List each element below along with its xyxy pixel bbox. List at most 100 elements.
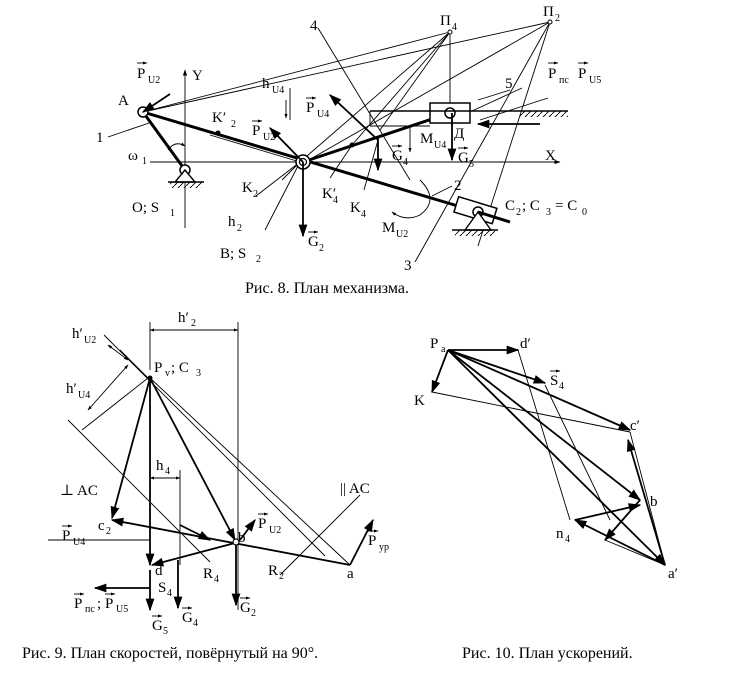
label-omega-sub: 1 — [142, 156, 147, 167]
label-G2: G — [308, 234, 319, 250]
line-pi2-B — [299, 21, 551, 166]
label-G4-sub: 4 — [403, 157, 408, 168]
label-S4: S — [550, 373, 558, 389]
label-PU2-mid-sub: U2 — [263, 132, 275, 143]
K4p-leader — [329, 144, 353, 179]
label-C2-sub: 2 — [516, 207, 521, 218]
label-PU5: P — [105, 596, 113, 612]
label-C3-sub: 3 — [196, 368, 201, 379]
label-C0: = C — [555, 198, 577, 214]
fig8-labels: P U2 Y A 1 ω 1 O; S 1 K′ 2 h U4 P U2 P U… — [96, 4, 601, 274]
label-hU4-sub: U4 — [272, 85, 284, 96]
label-S4: S — [158, 580, 166, 596]
vector-Pyp — [349, 518, 374, 566]
dim-hU4-line — [67, 419, 211, 563]
vector-b-d — [150, 542, 236, 567]
line-pi2-3 — [414, 21, 551, 263]
line-k-a — [604, 539, 666, 566]
leader-1 — [107, 121, 153, 138]
vector-a-n4 — [573, 519, 666, 566]
caption-fig9: Рис. 9. План скоростей, повёрнутый на 90… — [22, 645, 318, 662]
label-hU2p: h′ — [72, 326, 83, 342]
vector-a-c2 — [110, 517, 351, 566]
label-Pyp-sub: yp — [379, 542, 389, 553]
label-Pi2: П — [543, 4, 554, 20]
label-Pv-sub: v — [165, 368, 170, 379]
label-dp: d′ — [520, 336, 531, 352]
line-K-c — [431, 391, 631, 433]
label-K4: K — [350, 200, 361, 216]
label-PU2-sub: U2 — [269, 525, 281, 536]
line-pv-a — [149, 377, 351, 566]
label-PU2: P — [258, 516, 266, 532]
vector-pv-b — [149, 377, 236, 542]
label-2: 2 — [454, 178, 462, 194]
figure-10-acceleration-plan: P a d′ S 4 K c′ b n 4 a′ Рис. 10. План у… — [414, 336, 678, 662]
label-hU4p-sub: U4 — [78, 390, 90, 401]
crank-OA — [141, 111, 187, 171]
label-PU5-sub: U5 — [589, 75, 601, 86]
label-G2-sub: 2 — [251, 608, 256, 619]
label-3: 3 — [404, 258, 412, 274]
vector-Ppc-line — [471, 87, 523, 112]
vector-PU2 — [239, 518, 256, 541]
vector-R4 — [179, 524, 212, 541]
label-G4: G — [182, 610, 193, 626]
label-c2: c — [98, 518, 105, 534]
vector-pa-K — [431, 349, 449, 394]
line-s4-n — [544, 384, 611, 521]
vector-PU2-top — [141, 93, 171, 113]
label-hU4p: h′ — [66, 381, 77, 397]
vector-n4-b — [574, 503, 642, 521]
label-MU2-sub: U2 — [396, 229, 408, 240]
label-PU2-mid: P — [252, 123, 260, 139]
line-pi4-K4p — [351, 31, 451, 146]
point-Pi2 — [547, 19, 553, 25]
point-K4p — [349, 142, 355, 148]
label-R4: R — [203, 566, 213, 582]
label-Pyp: P — [368, 533, 376, 549]
label-K2: K — [242, 180, 253, 196]
line-d-n4 — [517, 349, 571, 521]
label-K2p: K′ — [212, 110, 226, 126]
label-cp: c′ — [630, 418, 640, 434]
label-K4p: K′ — [322, 186, 336, 202]
label-a: a — [347, 566, 354, 582]
label-K2p-sub: 2 — [231, 119, 236, 130]
leader-5 — [477, 89, 511, 101]
label-G2: G — [240, 600, 251, 616]
vector-pa-s4 — [447, 349, 547, 384]
label-hU2p-sub: U2 — [84, 335, 96, 346]
caption-fig10: Рис. 10. План ускорений. — [462, 645, 633, 662]
line-A-pi4 — [142, 31, 451, 113]
label-C3-sub: 3 — [546, 207, 551, 218]
label-S4-sub: 4 — [167, 588, 172, 599]
link-C-tail — [477, 210, 511, 224]
line-pi4-K4 — [379, 31, 451, 131]
label-S4-sub: 4 — [559, 381, 564, 392]
label-perp-AC: ⊥ AC — [60, 483, 98, 499]
label-K4p-sub: 4 — [333, 195, 338, 206]
dim-hU2-line — [103, 334, 326, 557]
label-C3: ; C — [522, 198, 540, 214]
label-hU4: h — [262, 76, 270, 92]
label-G5: G — [152, 618, 163, 634]
label-Pv: P — [154, 360, 162, 376]
label-PU5-sub: U5 — [116, 604, 128, 615]
label-R2: R — [268, 563, 278, 579]
label-1: 1 — [96, 130, 104, 146]
label-G5-sub: 5 — [469, 159, 474, 170]
label-K: K — [414, 393, 425, 409]
leader-2 — [431, 185, 453, 197]
label-h2: h — [228, 214, 236, 230]
label-Ppc-sub: пс — [85, 604, 95, 615]
label-MU4: M — [420, 131, 433, 147]
label-PU2-top: P — [137, 66, 145, 82]
label-Y: Y — [192, 68, 203, 84]
ground-C — [455, 230, 495, 236]
point-b — [232, 538, 240, 546]
moment-MU2-arc — [391, 179, 431, 219]
label-h4: h — [156, 458, 164, 474]
